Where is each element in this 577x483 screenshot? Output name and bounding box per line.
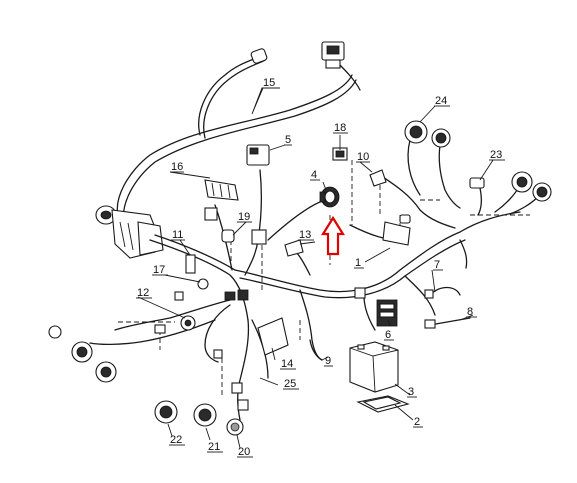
connector-9 <box>309 339 323 361</box>
top-left-connector <box>250 48 268 64</box>
bulb-20 <box>226 418 244 436</box>
relay-5 <box>246 144 270 245</box>
part-number-25: 25 <box>284 378 296 390</box>
cable-8 <box>424 317 471 329</box>
horn-17 <box>174 278 209 301</box>
part-number-17: 17 <box>153 264 165 276</box>
part-number-3: 3 <box>408 386 414 398</box>
part-number-12: 12 <box>137 287 149 299</box>
part-number-8: 8 <box>467 306 473 318</box>
lamp-23-a <box>511 171 533 193</box>
connector-18 <box>332 147 348 161</box>
part-number-14: 14 <box>281 358 293 370</box>
switch-11 <box>185 254 196 274</box>
part-number-7: 7 <box>434 259 440 271</box>
left-lamp-a <box>71 341 93 363</box>
part-numbers: 15 16 5 18 4 10 24 23 1 7 8 13 19 11 17 … <box>136 77 505 458</box>
battery-tray-2 <box>356 395 410 413</box>
lamp-23-b <box>532 182 552 202</box>
part-number-22: 22 <box>170 434 182 446</box>
part-number-20: 20 <box>238 446 250 458</box>
lamp-24-b <box>431 128 451 148</box>
connector-13 <box>284 239 304 257</box>
ignition-12 <box>180 315 196 331</box>
part-number-16: 16 <box>171 161 183 173</box>
highlight-arrow <box>321 215 345 256</box>
part-number-4: 4 <box>311 169 317 181</box>
top-right-connector <box>321 41 345 69</box>
left-lamp-connector <box>48 325 62 339</box>
sensor-19 <box>221 229 235 243</box>
part-number-19: 19 <box>238 211 250 223</box>
connector-cluster <box>154 287 366 411</box>
part-number-15: 15 <box>263 77 275 89</box>
part-number-2: 2 <box>414 416 420 428</box>
part-number-11: 11 <box>172 229 183 241</box>
part-number-10: 10 <box>357 151 369 163</box>
left-lamp-b <box>95 361 117 383</box>
part-number-21: 21 <box>208 441 220 453</box>
harness-upper-loop <box>116 54 361 229</box>
part-number-24: 24 <box>435 95 447 107</box>
fuse-box <box>382 214 411 246</box>
leader-lines <box>137 87 494 449</box>
part-number-9: 9 <box>325 355 331 367</box>
part-number-18: 18 <box>334 122 346 134</box>
switch-10 <box>369 169 387 187</box>
dashed-reference-lines <box>118 160 530 395</box>
plate-14 <box>257 317 289 356</box>
lamp-22 <box>154 400 178 424</box>
lamp-21 <box>193 403 217 427</box>
sensor-4 <box>319 186 340 208</box>
cable-7 <box>424 286 461 299</box>
control-unit-16 <box>204 179 239 221</box>
battery-3 <box>349 341 399 393</box>
starter-motor <box>95 205 164 259</box>
part-number-13: 13 <box>299 229 311 241</box>
part-number-23: 23 <box>490 149 502 161</box>
part-number-6: 6 <box>385 329 391 341</box>
part-number-5: 5 <box>285 134 291 146</box>
connector-23 <box>469 177 485 189</box>
regulator-6 <box>376 299 398 327</box>
part-number-1: 1 <box>355 257 361 269</box>
lamp-24-a <box>404 120 428 144</box>
